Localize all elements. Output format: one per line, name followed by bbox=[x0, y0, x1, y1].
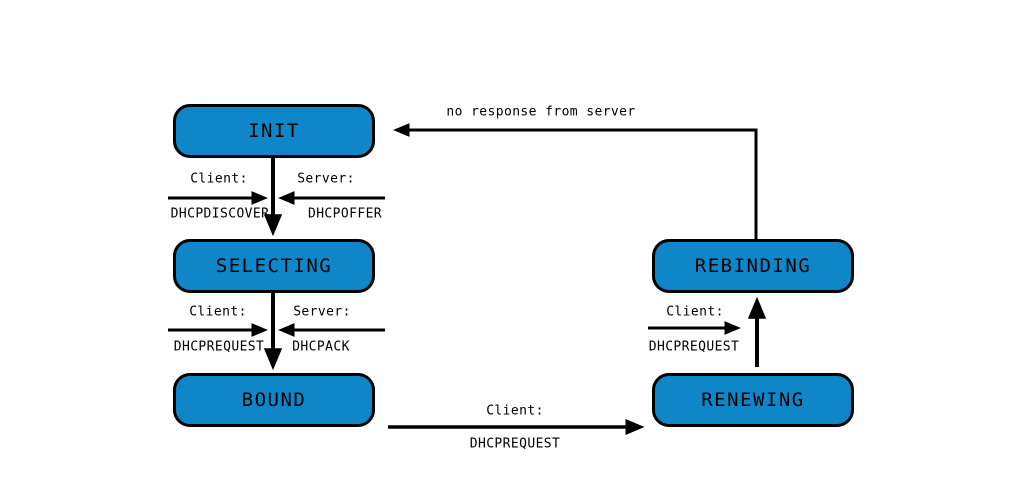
label-client-message-2: DHCPREQUEST bbox=[173, 339, 265, 355]
state-label-init: INIT bbox=[248, 120, 300, 142]
state-label-selecting: SELECTING bbox=[215, 255, 333, 277]
state-label-bound: BOUND bbox=[241, 389, 307, 411]
label-client-message-rebinding: DHCPREQUEST bbox=[648, 339, 740, 355]
label-no-response: no response from server bbox=[446, 104, 636, 120]
label-server-message-2: DHCPACK bbox=[292, 339, 350, 355]
state-label-rebinding: REBINDING bbox=[694, 255, 812, 277]
state-node-selecting: SELECTING bbox=[173, 239, 375, 293]
label-client-title-2: Client: bbox=[189, 304, 247, 320]
state-node-renewing: RENEWING bbox=[652, 373, 854, 427]
state-node-rebinding: REBINDING bbox=[652, 239, 854, 293]
label-server-title-1: Server: bbox=[297, 171, 355, 187]
label-client-message-renewing: DHCPREQUEST bbox=[469, 436, 561, 452]
arrow-rebinding-to-init bbox=[393, 123, 758, 240]
label-client-title-rebinding: Client: bbox=[666, 304, 724, 320]
label-server-title-2: Server: bbox=[293, 304, 351, 320]
label-client-title-1: Client: bbox=[190, 171, 248, 187]
label-client-message-1: DHCPDISCOVER bbox=[170, 206, 270, 222]
label-client-title-renewing: Client: bbox=[486, 403, 544, 419]
label-server-message-1: DHCPOFFER bbox=[307, 206, 383, 222]
state-label-renewing: RENEWING bbox=[701, 389, 805, 411]
state-node-init: INIT bbox=[173, 104, 375, 158]
state-node-bound: BOUND bbox=[173, 373, 375, 427]
